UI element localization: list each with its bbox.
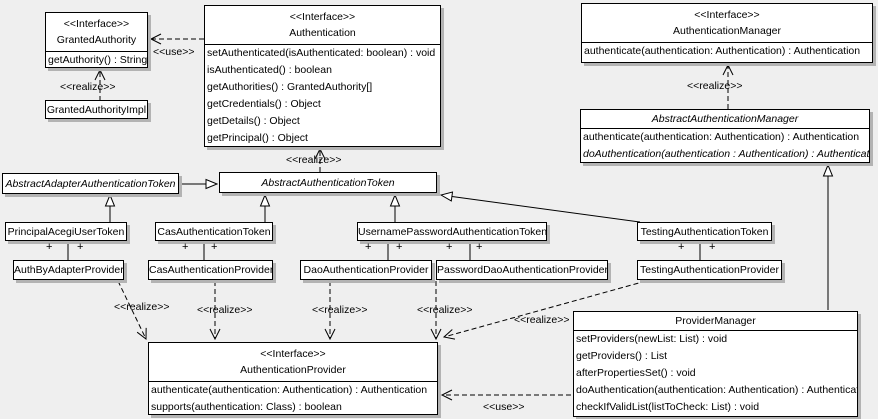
- multiplicity-marker: +: [46, 241, 53, 253]
- class-name: UsernamePasswordAuthenticationToken: [358, 225, 546, 238]
- class-cas-authentication-provider: CasAuthenticationProvider: [148, 260, 273, 280]
- edge-gen-testingtoken: [441, 195, 641, 223]
- class-name: AuthenticationProvider: [240, 364, 346, 376]
- class-header: ProviderManager: [574, 312, 857, 331]
- method: setAuthenticated(isAuthenticated: boolea…: [207, 47, 436, 59]
- class-cas-authentication-token: CasAuthenticationToken: [155, 222, 273, 241]
- method: afterPropertiesSet() : void: [576, 367, 696, 379]
- multiplicity-marker: +: [709, 241, 716, 253]
- class-dao-authentication-provider: DaoAuthenticationProvider: [300, 260, 432, 280]
- multiplicity-marker: +: [678, 241, 685, 253]
- class-name: GrantedAuthority: [56, 34, 137, 46]
- class-name: AbstractAdapterAuthenticationToken: [5, 177, 176, 190]
- method: getCredentials() : Object: [207, 98, 321, 110]
- method: getDetails() : Object: [207, 115, 300, 127]
- class-header: AbstractAuthenticationManager: [581, 110, 869, 129]
- class-granted-authority: <<Interface>> GrantedAuthority getAuthor…: [45, 12, 148, 68]
- method: doAuthentication(authentication : Authen…: [583, 148, 869, 160]
- edge-realize-authbyadapterprovider: [117, 280, 147, 341]
- class-name: Authentication: [289, 27, 356, 39]
- multiplicity-marker: +: [77, 241, 84, 253]
- method: getAuthorities() : GrantedAuthority[]: [207, 81, 373, 93]
- edge-label-realize: <<realize>>: [60, 81, 116, 93]
- stereotype: <<Interface>>: [694, 9, 760, 21]
- edge-label-realize: <<realize>>: [417, 304, 473, 316]
- class-abstract-authentication-token: AbstractAuthenticationToken: [219, 172, 437, 193]
- edge-label-realize: <<realize>>: [312, 304, 368, 316]
- edge-label-realize: <<realize>>: [514, 314, 570, 326]
- class-name: CasAuthenticationToken: [157, 225, 271, 238]
- class-name: PrincipalAcegiUserToken: [7, 225, 125, 238]
- class-name: TestingAuthenticationProvider: [640, 264, 779, 276]
- multiplicity-marker: +: [182, 241, 189, 253]
- edge-label-realize: <<realize>>: [286, 154, 342, 166]
- method: getProviders() : List: [576, 350, 668, 362]
- multiplicity-marker: +: [476, 241, 483, 253]
- method: getAuthority() : String: [48, 54, 147, 66]
- stereotype: <<Interface>>: [63, 18, 130, 30]
- method: isAuthenticated() : boolean: [207, 64, 332, 76]
- class-name: GrantedAuthorityImpl: [46, 103, 147, 116]
- multiplicity-marker: +: [396, 241, 403, 253]
- class-auth-by-adapter-provider: AuthByAdapterProvider: [13, 260, 124, 280]
- multiplicity-marker: +: [446, 241, 453, 253]
- method: authenticate(authentication: Authenticat…: [151, 384, 428, 396]
- class-name: CasAuthenticationProvider: [149, 264, 272, 276]
- class-name: ProviderManager: [675, 315, 756, 327]
- method: checkIfValidList(listToCheck: List) : vo…: [576, 401, 760, 413]
- method: authenticate(authentication: Authenticat…: [583, 131, 860, 143]
- edge-label-use: <<use>>: [153, 46, 195, 58]
- method: authenticate(authentication: Authenticat…: [584, 45, 861, 57]
- edge-label-realize: <<realize>>: [687, 80, 743, 92]
- class-name: DaoAuthenticationProvider: [303, 264, 429, 276]
- class-name: PasswordDaoAuthenticationProvider: [437, 264, 607, 276]
- method: doAuthentication(authentication: Authent…: [576, 384, 857, 396]
- class-name: AbstractAuthenticationManager: [651, 113, 799, 125]
- multiplicity-marker: +: [211, 241, 218, 253]
- class-name: TestingAuthenticationToken: [640, 225, 769, 238]
- class-abstract-adapter-authentication-token: AbstractAdapterAuthenticationToken: [2, 173, 179, 194]
- stereotype: <<Interface>>: [289, 11, 356, 23]
- class-authentication: <<Interface>> Authentication setAuthenti…: [204, 5, 441, 147]
- class-testing-authentication-token: TestingAuthenticationToken: [637, 222, 772, 241]
- edge-label-realize: <<realize>>: [197, 304, 253, 316]
- edge-label-use: <<use>>: [483, 401, 525, 413]
- method: setProviders(newList: List) : void: [576, 333, 728, 345]
- class-testing-authentication-provider: TestingAuthenticationProvider: [637, 260, 782, 280]
- class-name: AuthenticationManager: [673, 25, 781, 37]
- class-provider-manager: ProviderManager setProviders(newList: Li…: [573, 311, 858, 417]
- class-authentication-provider: <<Interface>> AuthenticationProvider aut…: [148, 342, 438, 415]
- class-header: <<Interface>> AuthenticationManager: [582, 4, 872, 43]
- class-granted-authority-impl: GrantedAuthorityImpl: [45, 100, 148, 119]
- class-username-password-authentication-token: UsernamePasswordAuthenticationToken: [357, 222, 547, 241]
- class-authentication-manager: <<Interface>> AuthenticationManager auth…: [581, 3, 873, 63]
- class-name: AuthByAdapterProvider: [14, 264, 123, 276]
- class-principal-acegi-user-token: PrincipalAcegiUserToken: [5, 222, 127, 241]
- class-header: <<Interface>> AuthenticationProvider: [149, 343, 437, 382]
- class-header: <<Interface>> GrantedAuthority: [46, 13, 147, 52]
- multiplicity-marker: +: [365, 241, 372, 253]
- edge-label-realize: <<realize>>: [114, 301, 170, 313]
- class-password-dao-authentication-provider: PasswordDaoAuthenticationProvider: [436, 260, 608, 280]
- method: supports(authentication: Class) : boolea…: [151, 401, 342, 413]
- stereotype: <<Interface>>: [260, 348, 326, 360]
- class-abstract-authentication-manager: AbstractAuthenticationManager authentica…: [580, 109, 870, 163]
- class-name: AbstractAuthenticationToken: [261, 176, 395, 189]
- class-header: <<Interface>> Authentication: [205, 6, 440, 45]
- method: getPrincipal() : Object: [207, 132, 308, 144]
- edge-realize-testingprovider: [442, 280, 647, 340]
